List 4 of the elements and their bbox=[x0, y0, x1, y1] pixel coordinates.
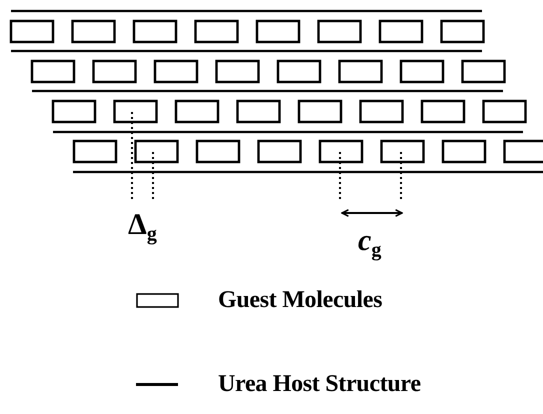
legend-label: Guest Molecules bbox=[218, 288, 382, 312]
legend-label: Urea Host Structure bbox=[218, 372, 421, 396]
dimension-label: c$_{g}$ bbox=[358, 226, 382, 260]
dimension-label: Δ$_{g}$ bbox=[128, 210, 157, 244]
